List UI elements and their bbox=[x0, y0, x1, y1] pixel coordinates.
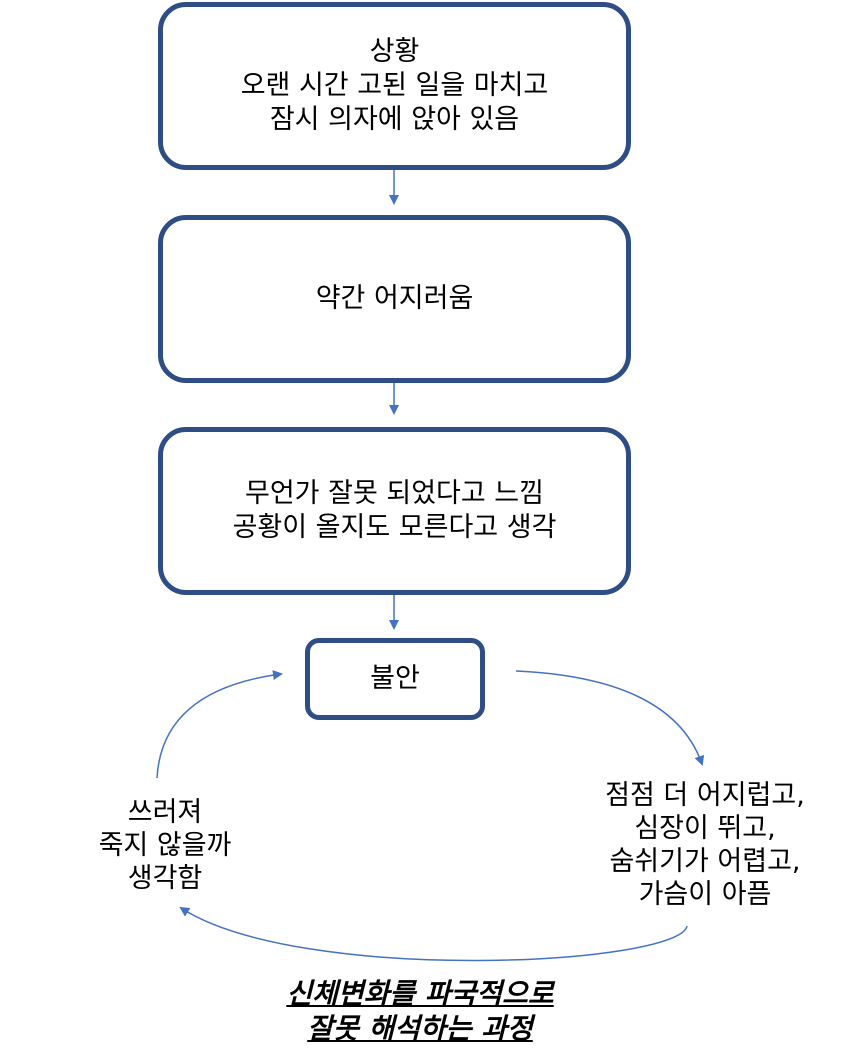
diagram-caption: 신체변화를 파국적으로 잘못 해석하는 과정 bbox=[160, 976, 680, 1046]
catastrophic-thought-line-2: 죽지 않을까 bbox=[98, 830, 232, 861]
catastrophic-thought-label: 쓰러져 죽지 않을까 생각함 bbox=[40, 796, 290, 895]
bodily-symptoms-line-3: 숨쉬기가 어렵고, bbox=[609, 846, 801, 877]
bodily-symptoms-line-2: 심장이 뛰고, bbox=[634, 813, 776, 844]
situation-line-2: 오랜 시간 고된 일을 마치고 bbox=[240, 70, 549, 101]
caption-line-1: 신체변화를 파국적으로 bbox=[286, 977, 554, 1010]
situation-title: 상황 bbox=[369, 36, 420, 67]
arrow-body-to-thought bbox=[179, 906, 688, 962]
bodily-symptoms-label: 점점 더 어지럽고, 심장이 뛰고, 숨쉬기가 어렵고, 가슴이 아픔 bbox=[550, 779, 860, 911]
catastrophic-thought-line-3: 생각함 bbox=[127, 863, 203, 894]
something-wrong-line-2: 공황이 올지도 모른다고 생각 bbox=[232, 512, 557, 543]
caption-line-2: 잘못 해석하는 과정 bbox=[307, 1012, 533, 1045]
bodily-symptoms-line-1: 점점 더 어지럽고, bbox=[605, 780, 805, 811]
situation-line-3: 잠시 의자에 앉아 있음 bbox=[269, 104, 520, 135]
situation-box: 상황 오랜 시간 고된 일을 마치고 잠시 의자에 앉아 있음 bbox=[158, 2, 631, 170]
catastrophic-thought-line-1: 쓰러져 bbox=[127, 797, 203, 828]
something-wrong-box: 무언가 잘못 되었다고 느낌 공황이 올지도 모른다고 생각 bbox=[158, 427, 631, 595]
something-wrong-line-1: 무언가 잘못 되었다고 느낌 bbox=[245, 478, 544, 509]
dizziness-text: 약간 어지러움 bbox=[315, 283, 474, 314]
anxiety-text: 불안 bbox=[370, 663, 420, 694]
dizziness-box: 약간 어지러움 bbox=[158, 215, 631, 383]
arrow-thought-to-anxiety bbox=[156, 670, 283, 779]
arrow-anxiety-to-body bbox=[515, 670, 705, 766]
anxiety-box: 불안 bbox=[305, 638, 485, 720]
bodily-symptoms-line-4: 가슴이 아픔 bbox=[638, 879, 772, 910]
